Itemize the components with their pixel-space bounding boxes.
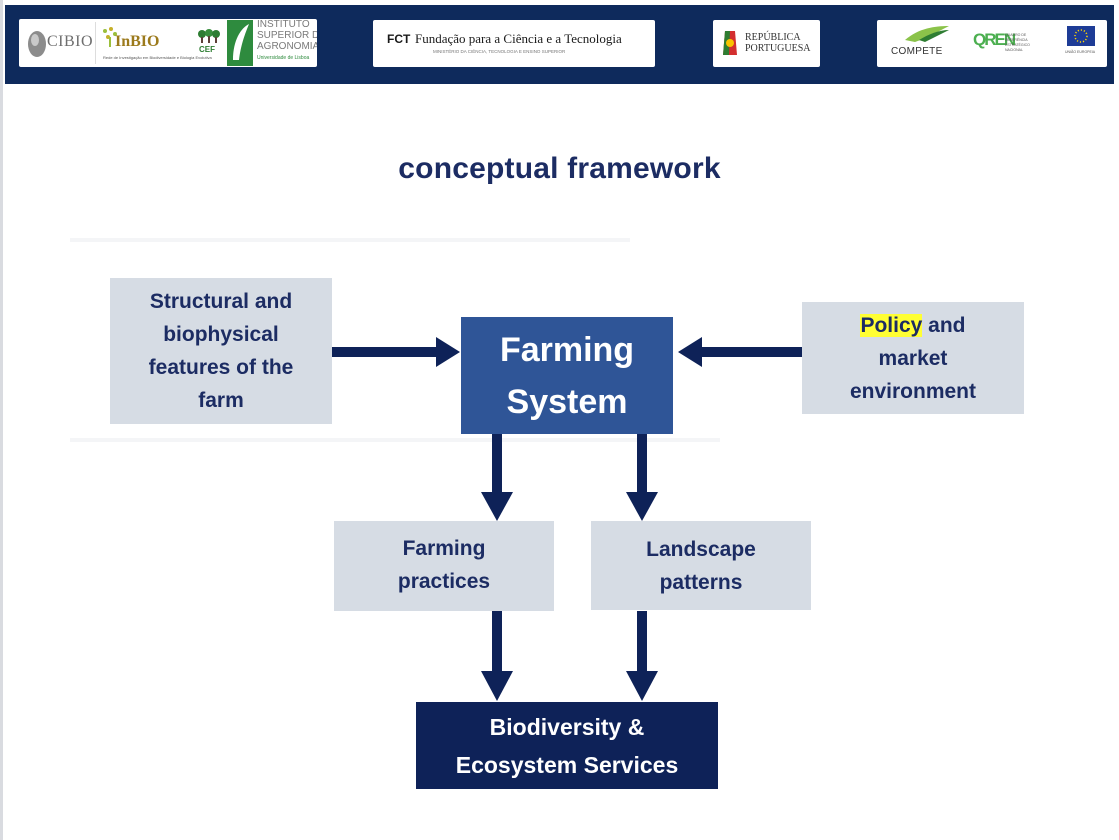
structural-features-box: Structural and biophysical features of t…	[110, 278, 332, 424]
funding-logos: COMPETE QREN QUADRO DE REFERÊNCIA ESTRAT…	[877, 20, 1107, 67]
institution-logos: CIBIO InBIO Rede de Investigação em Biod…	[19, 19, 317, 67]
slide-left-edge	[0, 0, 3, 840]
eu-flag-icon	[1067, 26, 1095, 46]
fct-logo: FCT Fundação para a Ciência e a Tecnolog…	[373, 20, 655, 67]
box-line: Ecosystem Services	[455, 751, 679, 778]
header-bar: CIBIO InBIO Rede de Investigação em Biod…	[5, 5, 1114, 84]
box-line: features of the	[148, 356, 294, 379]
farming-practices-box: Farming practices	[334, 521, 554, 611]
box-line: farm	[198, 389, 244, 412]
background-artifact	[70, 238, 630, 242]
slide-title: conceptual framework	[398, 152, 721, 185]
box-line: Landscape	[646, 537, 756, 561]
box-line-rest: and	[922, 313, 966, 337]
arrow-practices-to-biodiversity	[481, 611, 513, 701]
inbio-sprout-icon	[103, 27, 117, 47]
arrow-landscape-to-biodiversity	[626, 611, 658, 701]
box-line: environment	[849, 379, 977, 403]
box-line: Farming	[499, 330, 635, 369]
box-line: patterns	[659, 570, 743, 594]
arrow-features-to-system	[332, 337, 460, 367]
arrow-system-to-landscape	[626, 434, 658, 521]
cibio-bird-icon	[28, 31, 46, 57]
box-line: biophysical	[163, 323, 279, 346]
background-artifact	[70, 438, 720, 442]
box-line: System	[506, 382, 628, 421]
box-line: Structural and	[149, 290, 293, 313]
box-line: Policy and	[850, 309, 976, 342]
box-line: Biodiversity &	[489, 713, 645, 740]
policy-highlight: Policy	[860, 313, 923, 337]
biodiversity-ecosystem-box: Biodiversity & Ecosystem Services	[416, 702, 718, 789]
landscape-patterns-box: Landscape patterns	[591, 521, 811, 610]
republica-portuguesa-logo: REPÚBLICA PORTUGUESA	[713, 20, 820, 67]
box-line: market	[878, 346, 948, 370]
isa-leaf-icon	[227, 20, 253, 66]
farming-system-box: Farming System	[461, 317, 673, 434]
compete-swoosh-icon	[905, 26, 949, 42]
portugal-flag-icon	[723, 31, 737, 55]
policy-market-box: Policy and market environment	[802, 302, 1024, 414]
arrow-policy-to-system	[678, 337, 802, 367]
box-line: practices	[397, 570, 491, 593]
arrow-system-to-practices	[481, 434, 513, 521]
cef-trees-icon	[198, 29, 220, 43]
box-line: Farming	[402, 537, 486, 560]
